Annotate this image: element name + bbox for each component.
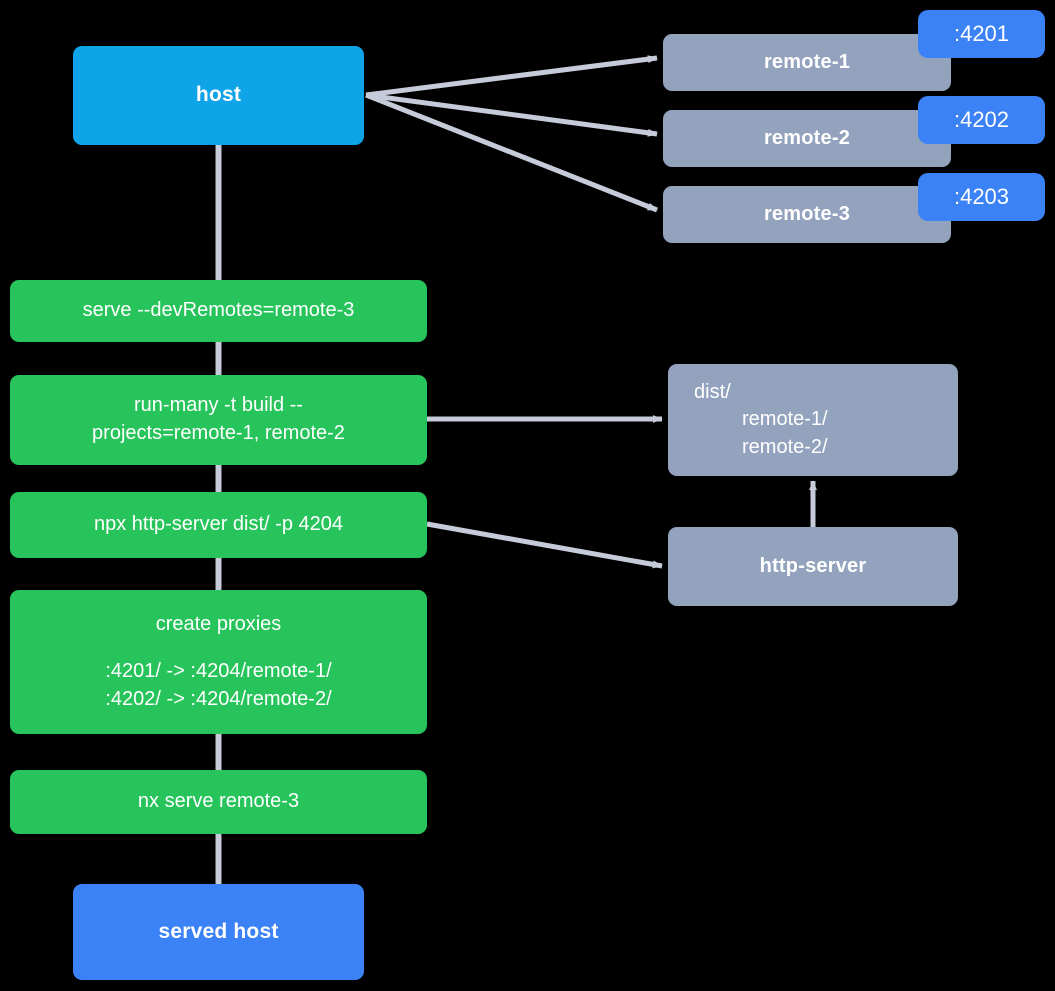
badge-port-remote-1-label: :4201 bbox=[953, 20, 1010, 46]
node-served-host[interactable]: served host bbox=[73, 884, 364, 980]
edge-host-to-remote-1 bbox=[365, 55, 658, 98]
dist-tree-root: dist/ bbox=[694, 380, 731, 403]
badge-port-remote-3-label: :4203 bbox=[953, 183, 1010, 209]
node-command-nx-serve-remote-3-label: nx serve remote-3 bbox=[137, 790, 300, 813]
node-remote-1-label: remote-1 bbox=[763, 50, 851, 73]
node-command-nx-serve-remote-3[interactable]: nx serve remote-3 bbox=[10, 770, 427, 834]
node-remote-2-label: remote-2 bbox=[763, 126, 851, 149]
node-http-server[interactable]: http-server bbox=[668, 527, 958, 606]
node-command-npx-http-server[interactable]: npx http-server dist/ -p 4204 bbox=[10, 492, 427, 558]
node-command-run-many[interactable]: run-many -t build -- projects=remote-1, … bbox=[10, 375, 427, 465]
dist-tree-child-1: remote-1/ bbox=[742, 408, 828, 431]
node-remote-3[interactable]: remote-3 bbox=[663, 186, 951, 243]
badge-port-remote-3: :4203 bbox=[918, 173, 1045, 221]
node-http-server-label: http-server bbox=[759, 554, 867, 577]
badge-port-remote-2-label: :4202 bbox=[953, 106, 1010, 132]
badge-port-remote-1: :4201 bbox=[918, 10, 1045, 58]
edge-host-to-remote-2 bbox=[365, 92, 658, 137]
edge-host-to-remote-3 bbox=[365, 92, 658, 213]
node-create-proxies-title: create proxies bbox=[155, 612, 282, 635]
node-command-npx-http-server-label: npx http-server dist/ -p 4204 bbox=[93, 513, 343, 536]
node-command-run-many-label: run-many -t build -- projects=remote-1, … bbox=[92, 394, 345, 444]
node-command-serve-devremotes[interactable]: serve --devRemotes=remote-3 bbox=[10, 280, 427, 342]
node-served-host-label: served host bbox=[158, 919, 279, 943]
node-host-label: host bbox=[195, 83, 242, 107]
dist-tree-child-2: remote-2/ bbox=[742, 435, 828, 458]
proxy-mapping-2: :4202/ -> :4204/remote-2/ bbox=[105, 687, 332, 710]
node-remote-2[interactable]: remote-2 bbox=[663, 110, 951, 167]
node-host[interactable]: host bbox=[73, 46, 364, 145]
node-remote-1[interactable]: remote-1 bbox=[663, 34, 951, 91]
badge-port-remote-2: :4202 bbox=[918, 96, 1045, 144]
edge-npx-to-http-server bbox=[426, 521, 663, 569]
node-create-proxies[interactable]: create proxies :4201/ -> :4204/remote-1/… bbox=[10, 590, 427, 734]
node-remote-3-label: remote-3 bbox=[763, 202, 851, 225]
node-command-serve-devremotes-label: serve --devRemotes=remote-3 bbox=[82, 299, 355, 322]
proxy-mapping-1: :4201/ -> :4204/remote-1/ bbox=[105, 660, 332, 683]
node-dist-tree[interactable]: dist/ remote-1/ remote-2/ bbox=[668, 364, 958, 476]
